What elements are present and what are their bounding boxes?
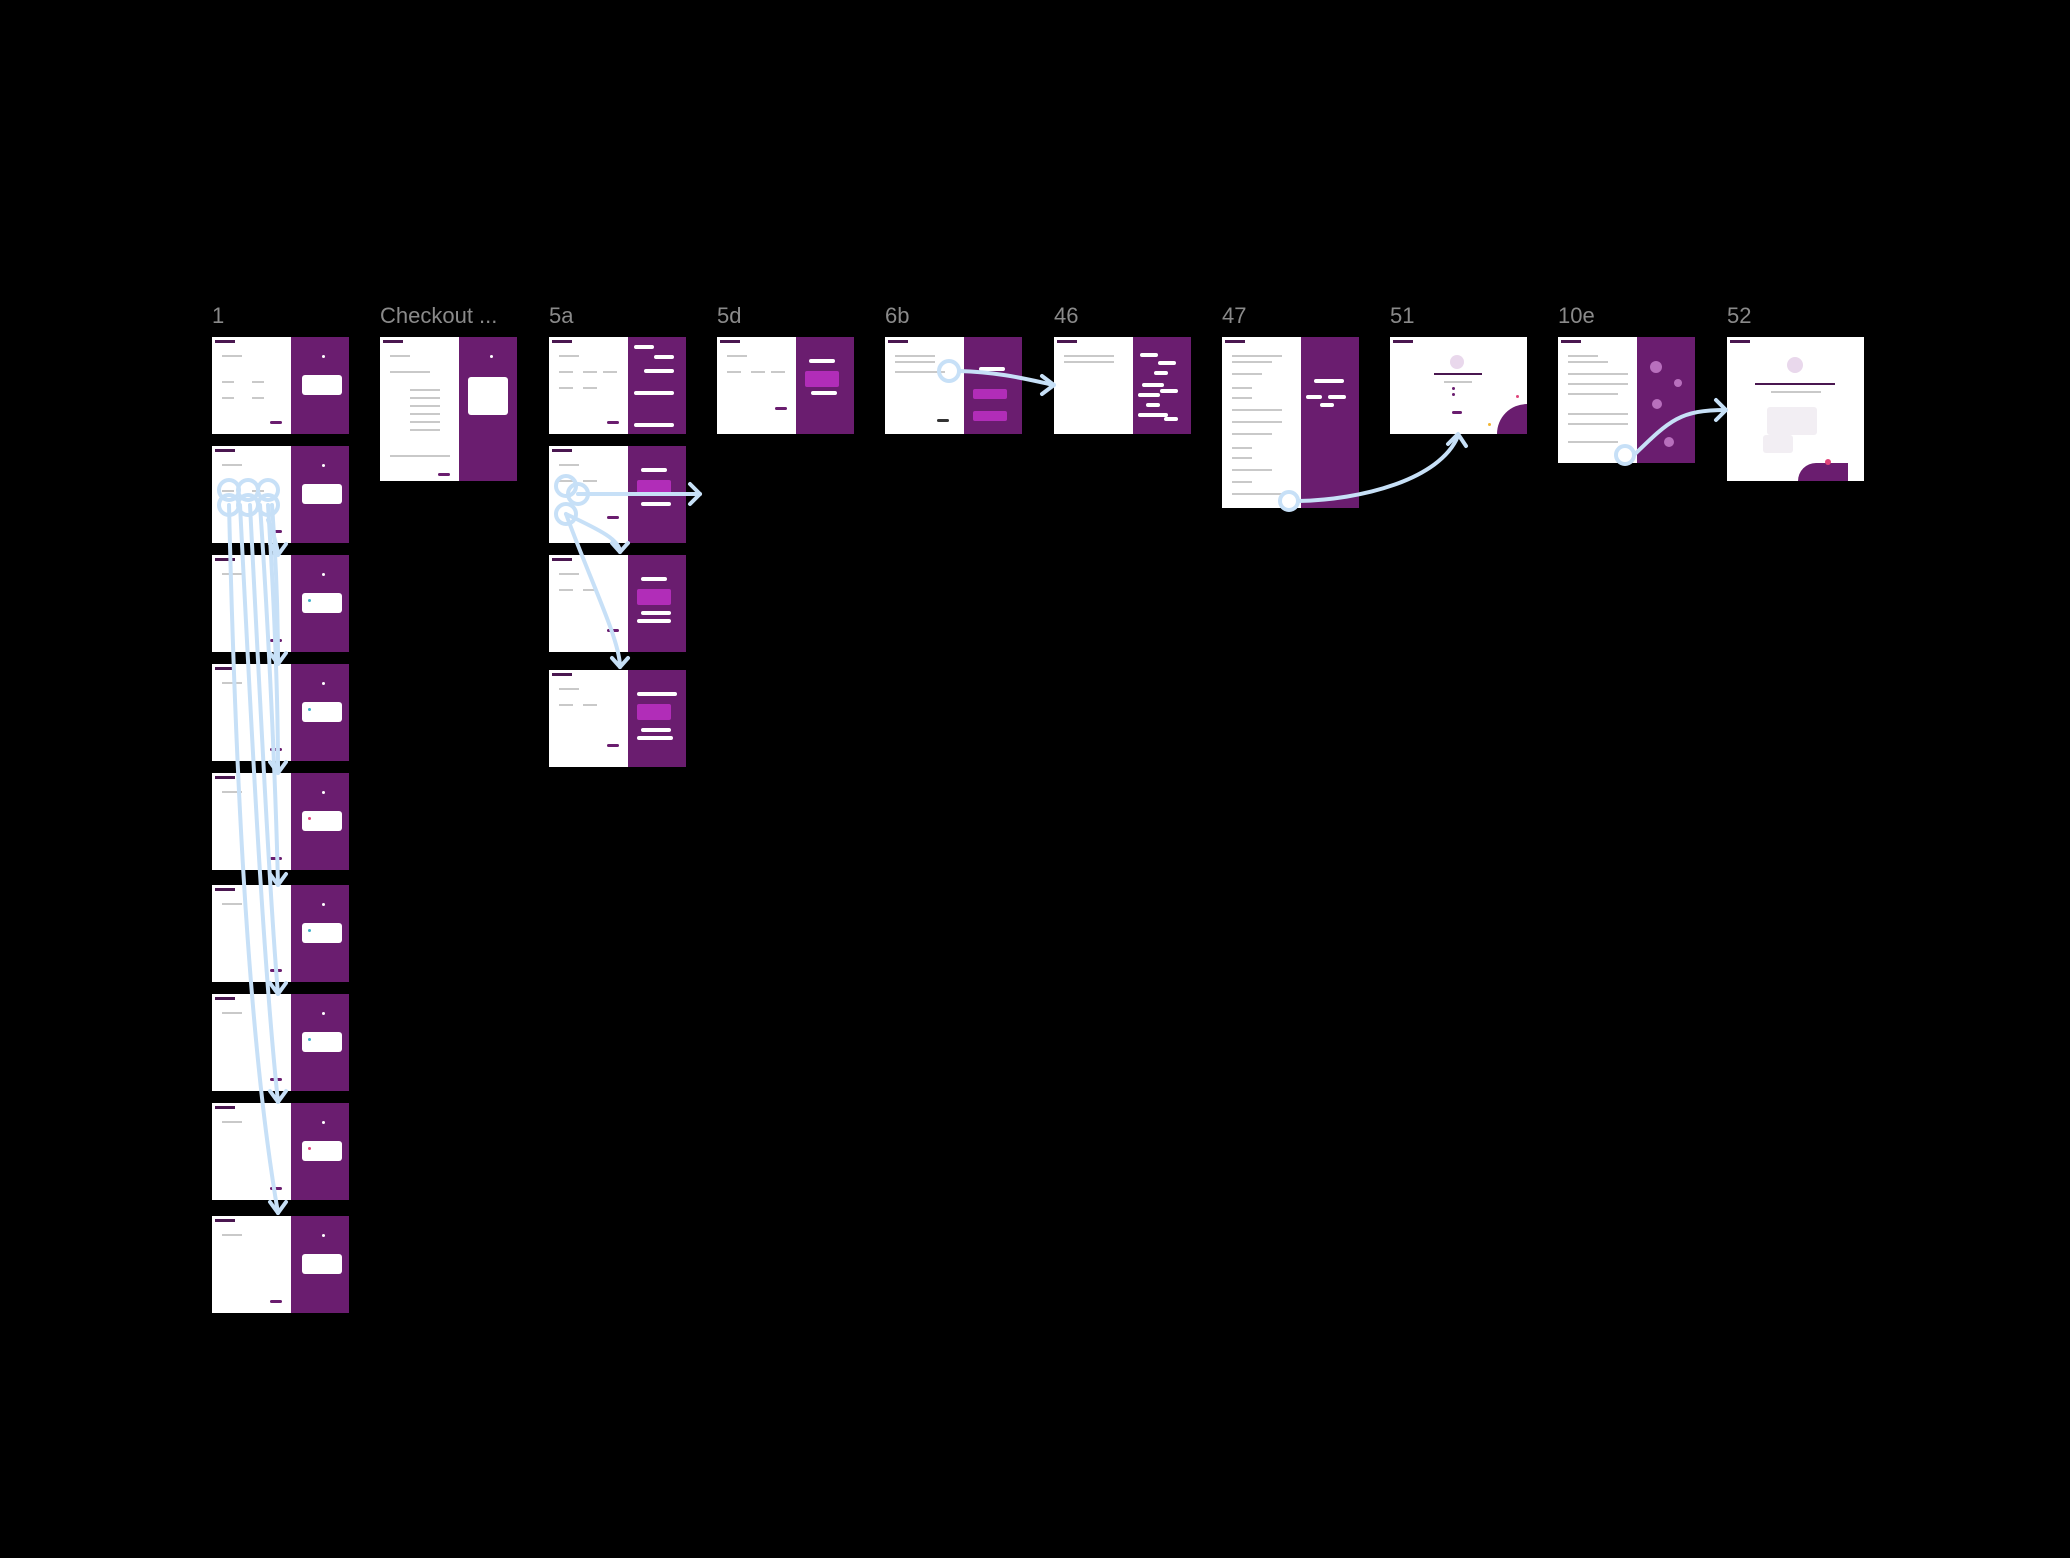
frame-10e[interactable] — [1558, 337, 1695, 463]
frame-1-screen-5[interactable] — [212, 773, 349, 870]
frame-1-screen-3[interactable] — [212, 555, 349, 652]
frame-checkout[interactable] — [380, 337, 517, 481]
frame-label-6b[interactable]: 6b — [885, 303, 910, 328]
frame-label-1[interactable]: 1 — [212, 303, 225, 328]
frame-label-46[interactable]: 46 — [1054, 303, 1079, 328]
frame-1-screen-9[interactable] — [212, 1216, 349, 1313]
frame-47[interactable] — [1222, 337, 1359, 508]
frame-52[interactable] — [1727, 337, 1864, 481]
frame-6b[interactable] — [885, 337, 1022, 434]
frame-5a-screen-3[interactable] — [549, 555, 686, 652]
frame-5a-screen-1[interactable] — [549, 337, 686, 434]
frame-1-screen-6[interactable] — [212, 885, 349, 982]
frame-1-screen-4[interactable] — [212, 664, 349, 761]
frame-label-47[interactable]: 47 — [1222, 303, 1247, 328]
frame-label-5a[interactable]: 5a — [549, 303, 574, 328]
frame-1-screen-2[interactable] — [212, 446, 349, 543]
frame-label-10e[interactable]: 10e — [1558, 303, 1595, 328]
frame-1-screen-1[interactable] — [212, 337, 349, 434]
frame-label-checkout[interactable]: Checkout ... — [380, 303, 498, 328]
frame-1-screen-7[interactable] — [212, 994, 349, 1091]
frame-5a-screen-2[interactable] — [549, 446, 686, 543]
frame-46[interactable] — [1054, 337, 1191, 434]
frame-51[interactable] — [1390, 337, 1527, 434]
frame-1-screen-8[interactable] — [212, 1103, 349, 1200]
frame-5a-screen-4[interactable] — [549, 670, 686, 767]
frame-5d[interactable] — [717, 337, 854, 434]
frame-label-52[interactable]: 52 — [1727, 303, 1752, 328]
frame-label-51[interactable]: 51 — [1390, 303, 1415, 328]
frame-label-5d[interactable]: 5d — [717, 303, 742, 328]
